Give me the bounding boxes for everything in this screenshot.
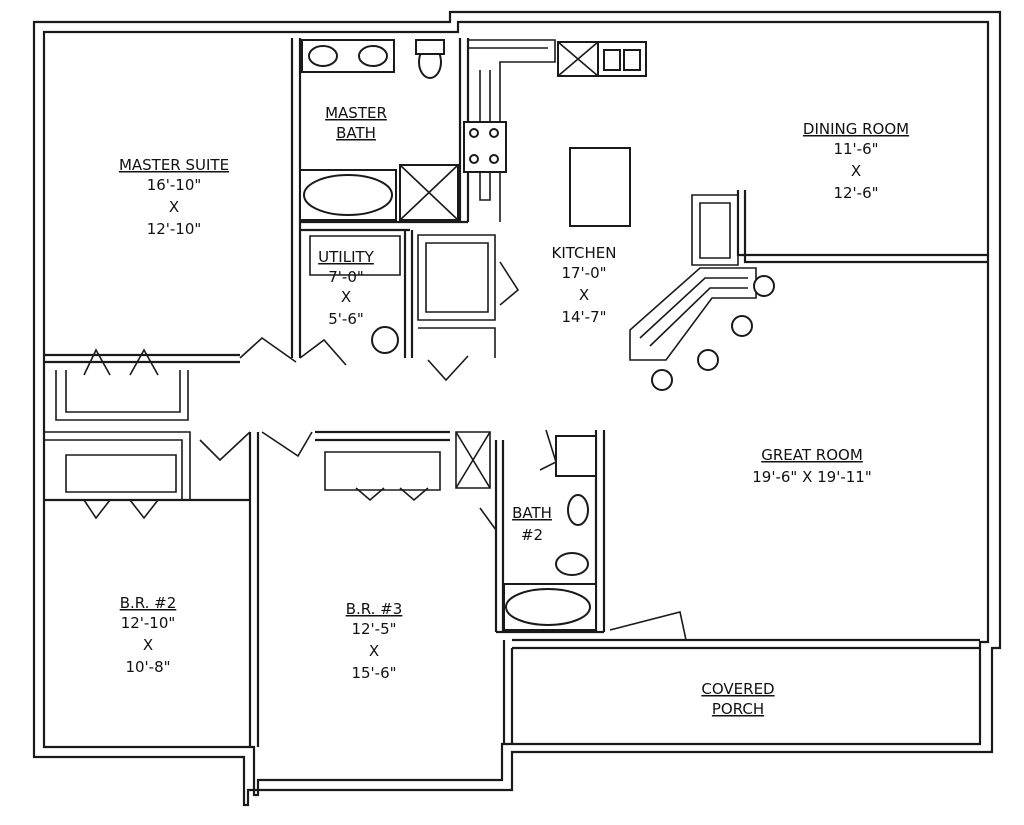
master-suite-label: MASTER SUITE: [119, 156, 229, 174]
svg-text:7'-0": 7'-0": [328, 268, 364, 286]
sink-icon: [358, 45, 388, 67]
exterior-walls: [32, 10, 1002, 807]
sink-icon: [567, 494, 589, 526]
svg-text:X: X: [341, 288, 351, 306]
svg-text:X: X: [851, 162, 861, 180]
svg-text:17'-0": 17'-0": [561, 264, 606, 282]
toilet-icon: [555, 552, 589, 576]
svg-text:19'-6" X 19'-11": 19'-6" X 19'-11": [752, 468, 872, 486]
svg-text:X: X: [143, 636, 153, 654]
covered-porch-label: COVERED: [701, 680, 774, 698]
br2-label: B.R. #2: [120, 594, 177, 612]
svg-text:#2: #2: [521, 526, 543, 544]
svg-text:14'-7": 14'-7": [561, 308, 606, 326]
stove-icon: [463, 121, 507, 173]
kitchen-island: [569, 147, 631, 227]
svg-text:X: X: [169, 198, 179, 216]
svg-text:BATH: BATH: [336, 124, 376, 142]
svg-text:10'-8": 10'-8": [125, 658, 170, 676]
dining-room-label: DINING ROOM: [803, 120, 909, 138]
kitchen-bar: [629, 267, 757, 361]
water-heater-icon: [371, 326, 399, 354]
bath2-label: BATH: [512, 504, 552, 522]
svg-text:16'-10": 16'-10": [147, 176, 202, 194]
sink-icon: [308, 45, 338, 67]
br3-label: B.R. #3: [346, 600, 403, 618]
svg-text:X: X: [369, 642, 379, 660]
svg-text:PORCH: PORCH: [712, 700, 764, 718]
master-bath-label: MASTER: [325, 104, 387, 122]
door-swings: [83, 261, 687, 641]
svg-text:X: X: [579, 286, 589, 304]
interior-walls: [44, 38, 988, 747]
svg-text:12'-5": 12'-5": [351, 620, 396, 638]
fixtures: [299, 39, 775, 631]
svg-text:15'-6": 15'-6": [351, 664, 396, 682]
utility-label: UTILITY: [318, 248, 375, 266]
kitchen-label: KITCHEN: [552, 244, 617, 262]
svg-text:5'-6": 5'-6": [328, 310, 364, 328]
svg-text:12'-10": 12'-10": [147, 220, 202, 238]
svg-text:12'-6": 12'-6": [833, 184, 878, 202]
svg-text:12'-10": 12'-10": [121, 614, 176, 632]
svg-text:11'-6": 11'-6": [833, 140, 878, 158]
room-labels: MASTER SUITE 16'-10" X 12'-10" MASTER BA…: [119, 104, 909, 718]
great-room-label: GREAT ROOM: [761, 446, 863, 464]
